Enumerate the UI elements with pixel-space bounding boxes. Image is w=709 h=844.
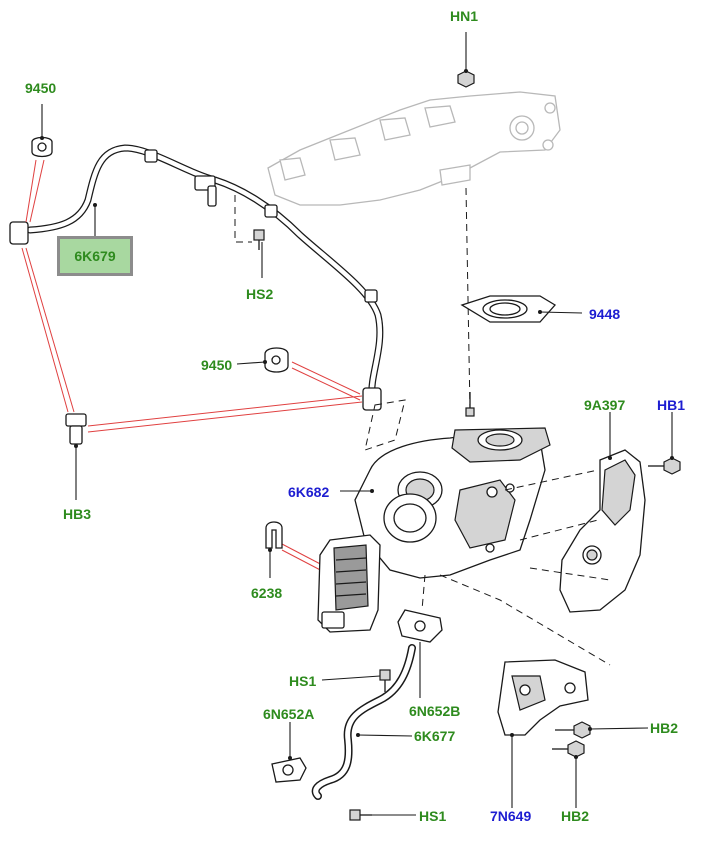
callout-6238: 6238 bbox=[251, 585, 283, 601]
bolt-hs1-top bbox=[321, 669, 391, 692]
bolt-hb1 bbox=[648, 412, 681, 475]
bolt-hb2-top bbox=[555, 721, 649, 739]
callout-6k677: 6K677 bbox=[414, 728, 456, 744]
callout-hb2-bottom: HB2 bbox=[561, 808, 590, 824]
callout-hb3: HB3 bbox=[63, 506, 92, 522]
callout-9450-top: 9450 bbox=[25, 80, 57, 96]
oil-return-pipe-6k677 bbox=[311, 644, 416, 800]
bolt-hs1-bottom bbox=[349, 809, 416, 821]
callout-9448: 9448 bbox=[589, 306, 621, 322]
callout-6k679: 6K679 bbox=[74, 248, 116, 264]
callout-7n649: 7N649 bbox=[490, 808, 532, 824]
clip-9450-mid bbox=[236, 347, 289, 373]
callout-hs2: HS2 bbox=[246, 286, 274, 302]
callout-6k682: 6K682 bbox=[288, 484, 330, 500]
callout-9a397: 9A397 bbox=[584, 397, 626, 413]
callout-hn1: HN1 bbox=[450, 8, 479, 24]
bracket-7n649 bbox=[497, 659, 589, 808]
nut-hn1 bbox=[457, 32, 475, 88]
oil-feed-pipe-6k679 bbox=[9, 144, 384, 411]
clip-6238 bbox=[265, 521, 283, 578]
actuator bbox=[317, 534, 381, 633]
clip-9450-top bbox=[31, 104, 53, 158]
callout-6k679-highlight[interactable]: 6K679 bbox=[57, 236, 133, 276]
callout-hs1-top: HS1 bbox=[289, 673, 317, 689]
gasket-9448 bbox=[460, 295, 583, 323]
callout-9450-mid: 9450 bbox=[201, 357, 233, 373]
turbocharger-6k682 bbox=[340, 392, 551, 579]
callout-hb1: HB1 bbox=[657, 397, 686, 413]
callout-hs1-bottom: HS1 bbox=[419, 808, 447, 824]
callout-6n652b: 6N652B bbox=[409, 703, 461, 719]
callout-hb2-top: HB2 bbox=[650, 720, 679, 736]
exhaust-manifold-ghost bbox=[267, 91, 561, 206]
banjo-bolt-hb3 bbox=[65, 413, 87, 500]
gasket-6n652a bbox=[271, 722, 307, 783]
heat-shield-9a397 bbox=[504, 412, 646, 613]
gasket-6n652b bbox=[397, 574, 443, 698]
reference-lines bbox=[21, 159, 363, 575]
bolt-hs2 bbox=[234, 195, 265, 278]
callout-6n652a: 6N652A bbox=[263, 706, 315, 722]
bolt-hb2-bottom bbox=[552, 740, 585, 808]
